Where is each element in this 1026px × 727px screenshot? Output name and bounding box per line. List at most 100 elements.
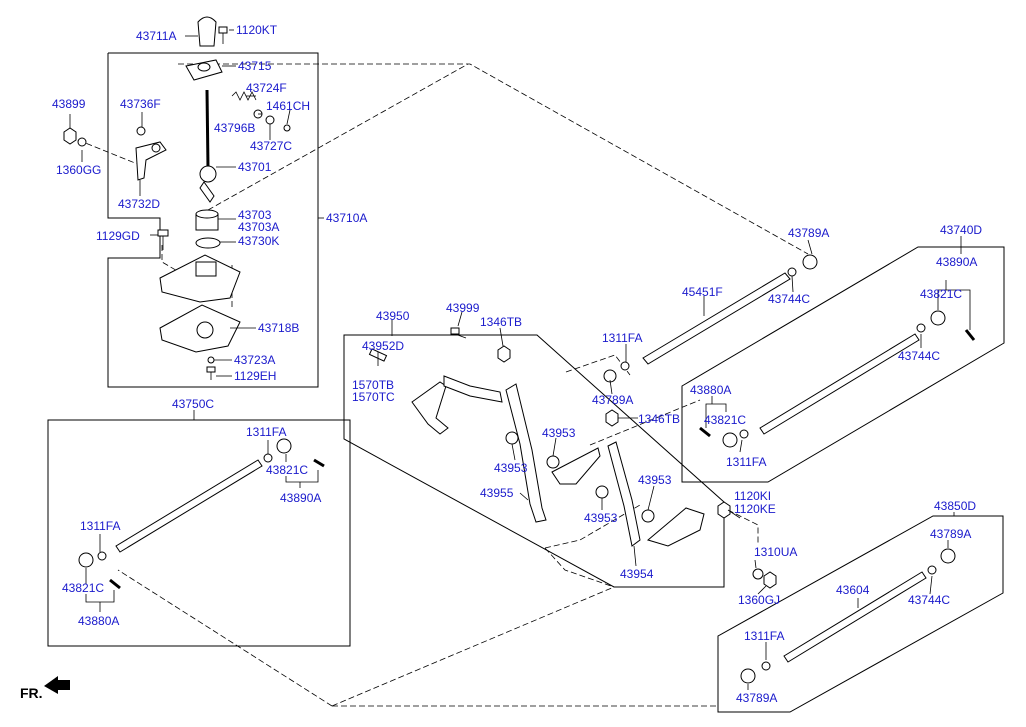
label-1570TC: 1570TC <box>352 390 395 404</box>
label-1346TB-b: 1346TB <box>638 412 680 426</box>
rod-43750C <box>78 438 325 590</box>
label-43727C: 43727C <box>250 139 292 153</box>
label-1461CH: 1461CH <box>266 99 310 113</box>
label-43899: 43899 <box>52 97 86 111</box>
label-43723A: 43723A <box>234 353 275 367</box>
bracket-b <box>443 375 503 403</box>
spring-43724F <box>231 91 257 101</box>
label-43953-d: 43953 <box>584 511 618 525</box>
rod-43604 <box>740 548 956 684</box>
label-1570TB: 1570TB <box>352 378 394 392</box>
nut-1346TB-b <box>605 409 619 427</box>
label-43701: 43701 <box>238 160 272 174</box>
label-43730K: 43730K <box>238 234 279 248</box>
label-1120KT: 1120KT <box>236 23 278 37</box>
label-43789A-br1: 43789A <box>930 527 971 541</box>
label-43711A: 43711A <box>136 29 176 43</box>
bushing-43953-d <box>641 509 655 523</box>
label-1311FA-l2: 1311FA <box>80 519 120 533</box>
knob-43711A <box>197 16 217 47</box>
leader-lines <box>69 29 971 690</box>
base-plate-43718B <box>159 304 241 353</box>
bushing-43703 <box>195 209 219 231</box>
label-43890A-l: 43890A <box>280 491 321 505</box>
label-43880A-r: 43880A <box>690 383 731 397</box>
label-43950: 43950 <box>376 309 410 323</box>
frame-43750C <box>47 419 351 647</box>
label-43703: 43703 <box>238 208 272 222</box>
label-43724F: 43724F <box>246 81 287 95</box>
label-43821C-l1: 43821C <box>266 463 308 477</box>
label-43999: 43999 <box>446 301 480 315</box>
label-43789A-top: 43789A <box>788 226 829 240</box>
label-43744C-r: 43744C <box>898 349 940 363</box>
bushing-43953-a <box>505 431 519 445</box>
label-43821C-r: 43821C <box>920 287 962 301</box>
label-1129GD: 1129GD <box>96 229 140 243</box>
label-43744C-br: 43744C <box>908 593 950 607</box>
label-43732D: 43732D <box>118 197 160 211</box>
label-43880A-l: 43880A <box>78 614 119 628</box>
label-43789A-mid: 43789A <box>592 393 633 407</box>
label-43744C-top: 43744C <box>768 292 810 306</box>
front-arrow-icon <box>44 676 70 694</box>
bolt-1120KI <box>717 501 731 519</box>
nut-43899 <box>63 127 77 145</box>
label-43890A-r: 43890A <box>936 255 977 269</box>
nut-1360GJ <box>763 571 777 589</box>
label-43750C: 43750C <box>172 397 214 411</box>
washer-1310UA <box>752 568 764 580</box>
rod-45451F <box>642 254 818 365</box>
label-43953-b: 43953 <box>494 461 528 475</box>
bolt-1129EH <box>206 366 216 380</box>
ball-joint-1311FA-mid <box>603 361 630 383</box>
frame-43950 <box>343 334 725 588</box>
bolt-1120KT <box>218 26 228 44</box>
label-43710A: 43710A <box>326 211 367 225</box>
label-43736F: 43736F <box>120 97 161 111</box>
label-1360GG: 1360GG <box>56 163 101 177</box>
nut-43727C <box>265 115 275 125</box>
label-1311FA-br: 1311FA <box>744 629 784 643</box>
label-1129EH: 1129EH <box>234 369 276 383</box>
label-43703A: 43703A <box>238 220 279 234</box>
label-1120KI: 1120KI <box>734 489 771 503</box>
label-1346TB-a: 1346TB <box>480 315 522 329</box>
label-43796B: 43796B <box>214 121 255 135</box>
bushing-43736F <box>136 126 146 136</box>
bushing-43953-b <box>546 455 560 469</box>
housing-43715 <box>185 59 223 81</box>
bolt-43999 <box>450 327 467 339</box>
nut-1346TB-a <box>497 345 511 363</box>
label-43952D: 43952D <box>362 339 404 353</box>
front-label: FR. <box>20 685 43 701</box>
bolt-1129GD <box>157 229 169 250</box>
label-43953-c: 43953 <box>638 473 672 487</box>
label-1311FA-r: 1311FA <box>726 455 766 469</box>
plate-b <box>646 507 705 547</box>
label-45451F: 45451F <box>682 285 723 299</box>
label-43718B: 43718B <box>258 321 299 335</box>
frame-43710A <box>107 52 319 388</box>
label-43789A-br2: 43789A <box>736 691 777 705</box>
frame-43740D <box>681 246 1005 483</box>
label-43604: 43604 <box>836 583 870 597</box>
washer-1360GG <box>77 137 87 147</box>
frame-43850D <box>717 515 1004 713</box>
label-43955: 43955 <box>480 486 514 500</box>
label-1311FA-mid: 1311FA <box>602 331 642 345</box>
label-1311FA-l1: 1311FA <box>246 425 286 439</box>
label-1310UA: 1310UA <box>754 545 797 559</box>
label-43954: 43954 <box>620 567 654 581</box>
lever-43732D <box>135 141 167 181</box>
label-1360GJ: 1360GJ <box>738 593 780 607</box>
bracket-a <box>411 381 449 435</box>
bushing-43953-c <box>595 485 609 499</box>
plate-a <box>551 447 601 485</box>
label-43821C-l2: 43821C <box>62 581 104 595</box>
label-43740D: 43740D <box>940 223 982 237</box>
label-1120KE: 1120KE <box>734 502 776 516</box>
lever-43954 <box>607 441 641 547</box>
label-43953-a: 43953 <box>542 426 576 440</box>
